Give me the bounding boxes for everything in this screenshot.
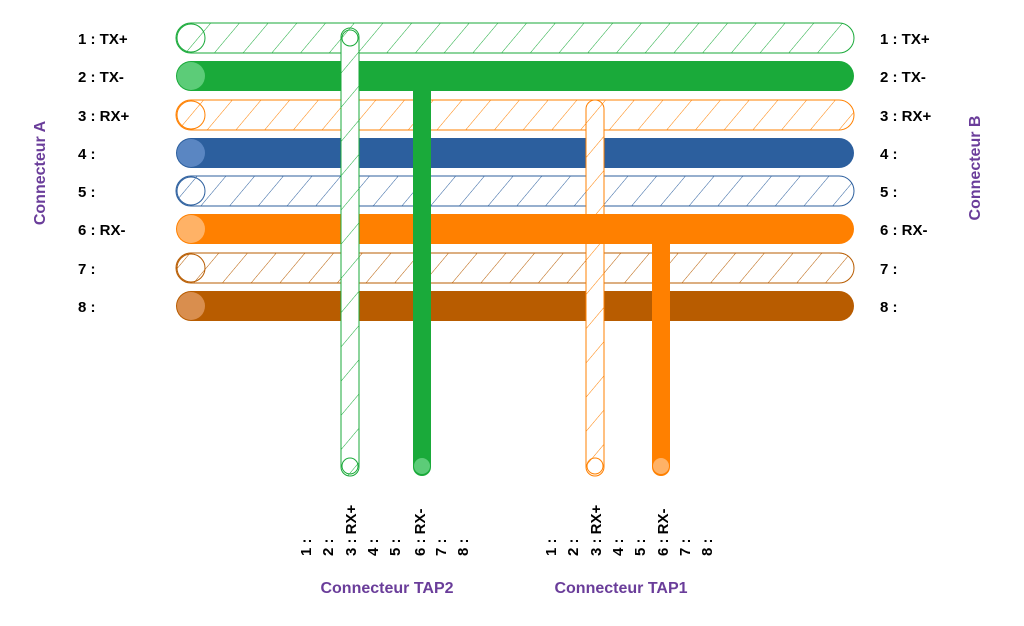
pin-label-a-2: 2 : TX- [78, 69, 124, 86]
tap1-pin-label-8: 8 : [699, 538, 716, 556]
connector-tap1-label: Connecteur TAP1 [554, 580, 687, 597]
tap2-pin-label-4: 4 : [365, 538, 382, 556]
pin-label-a-4: 4 : [78, 146, 96, 163]
wire-pin-7 [175, 252, 855, 284]
pin-label-a-3: 3 : RX+ [78, 108, 130, 125]
tap1-pins: 1 : 2 : 3 : RX+ 4 : 5 : 6 : RX- 7 : 8 : [543, 504, 716, 556]
pin-label-b-2: 2 : TX- [880, 69, 926, 86]
tap2-pin-label-2: 2 : [320, 538, 337, 556]
connector-b-label: Connecteur B [967, 116, 984, 221]
tap1-pin-label-4: 4 : [610, 538, 627, 556]
wire-pin-5 [175, 175, 855, 207]
pin-label-b-8: 8 : [880, 299, 898, 316]
tap2-pin-label-3: 3 : RX+ [343, 504, 360, 556]
pin-label-b-1: 1 : TX+ [880, 31, 930, 48]
connector-tap2-label: Connecteur TAP2 [320, 580, 453, 597]
tap2-pin-label-5: 5 : [387, 538, 404, 556]
tap1-wire-rx-plus [585, 99, 605, 477]
tap2-pin-label-1: 1 : [298, 538, 315, 556]
pin-label-b-6: 6 : RX- [880, 222, 928, 239]
tap1-pin-label-3: 3 : RX+ [588, 504, 605, 556]
pin-label-a-8: 8 : [78, 299, 96, 316]
tap2-wire-rx-plus [340, 27, 360, 477]
tap2-pin-label-6: 6 : RX- [412, 508, 429, 556]
pin-label-a-7: 7 : [78, 261, 96, 278]
connector-b-pins: 1 : TX+ 2 : TX- 3 : RX+ 4 : 5 : 6 : RX- … [880, 31, 932, 316]
tap1-pin-label-6: 6 : RX- [655, 508, 672, 556]
wire-pin-1 [175, 22, 855, 54]
wire-pin-2 [176, 61, 854, 91]
tap2-pin-label-7: 7 : [433, 538, 450, 556]
tap1-pin-label-1: 1 : [543, 538, 560, 556]
pin-label-a-5: 5 : [78, 184, 96, 201]
pin-label-b-4: 4 : [880, 146, 898, 163]
tap1-pin-label-2: 2 : [565, 538, 582, 556]
connector-a-pins: 1 : TX+ 2 : TX- 3 : RX+ 4 : 5 : 6 : RX- … [78, 31, 130, 316]
pin-label-a-1: 1 : TX+ [78, 31, 128, 48]
tap2-pin-label-8: 8 : [455, 538, 472, 556]
wire-pin-3 [175, 99, 855, 131]
wire-pin-6 [176, 214, 854, 244]
tap1-pin-label-5: 5 : [632, 538, 649, 556]
tap1-pin-label-7: 7 : [677, 538, 694, 556]
pin-label-b-7: 7 : [880, 261, 898, 278]
tap2-pins: 1 : 2 : 3 : RX+ 4 : 5 : 6 : RX- 7 : 8 : [298, 504, 472, 556]
tap2-wire-rx-minus [413, 76, 431, 476]
wire-pin-8 [176, 291, 854, 321]
connector-a-label: Connecteur A [32, 120, 49, 225]
tap1-wire-rx-minus [652, 229, 670, 476]
wire-pin-4 [176, 138, 854, 168]
pin-label-b-3: 3 : RX+ [880, 108, 932, 125]
pin-label-a-6: 6 : RX- [78, 222, 126, 239]
pin-label-b-5: 5 : [880, 184, 898, 201]
